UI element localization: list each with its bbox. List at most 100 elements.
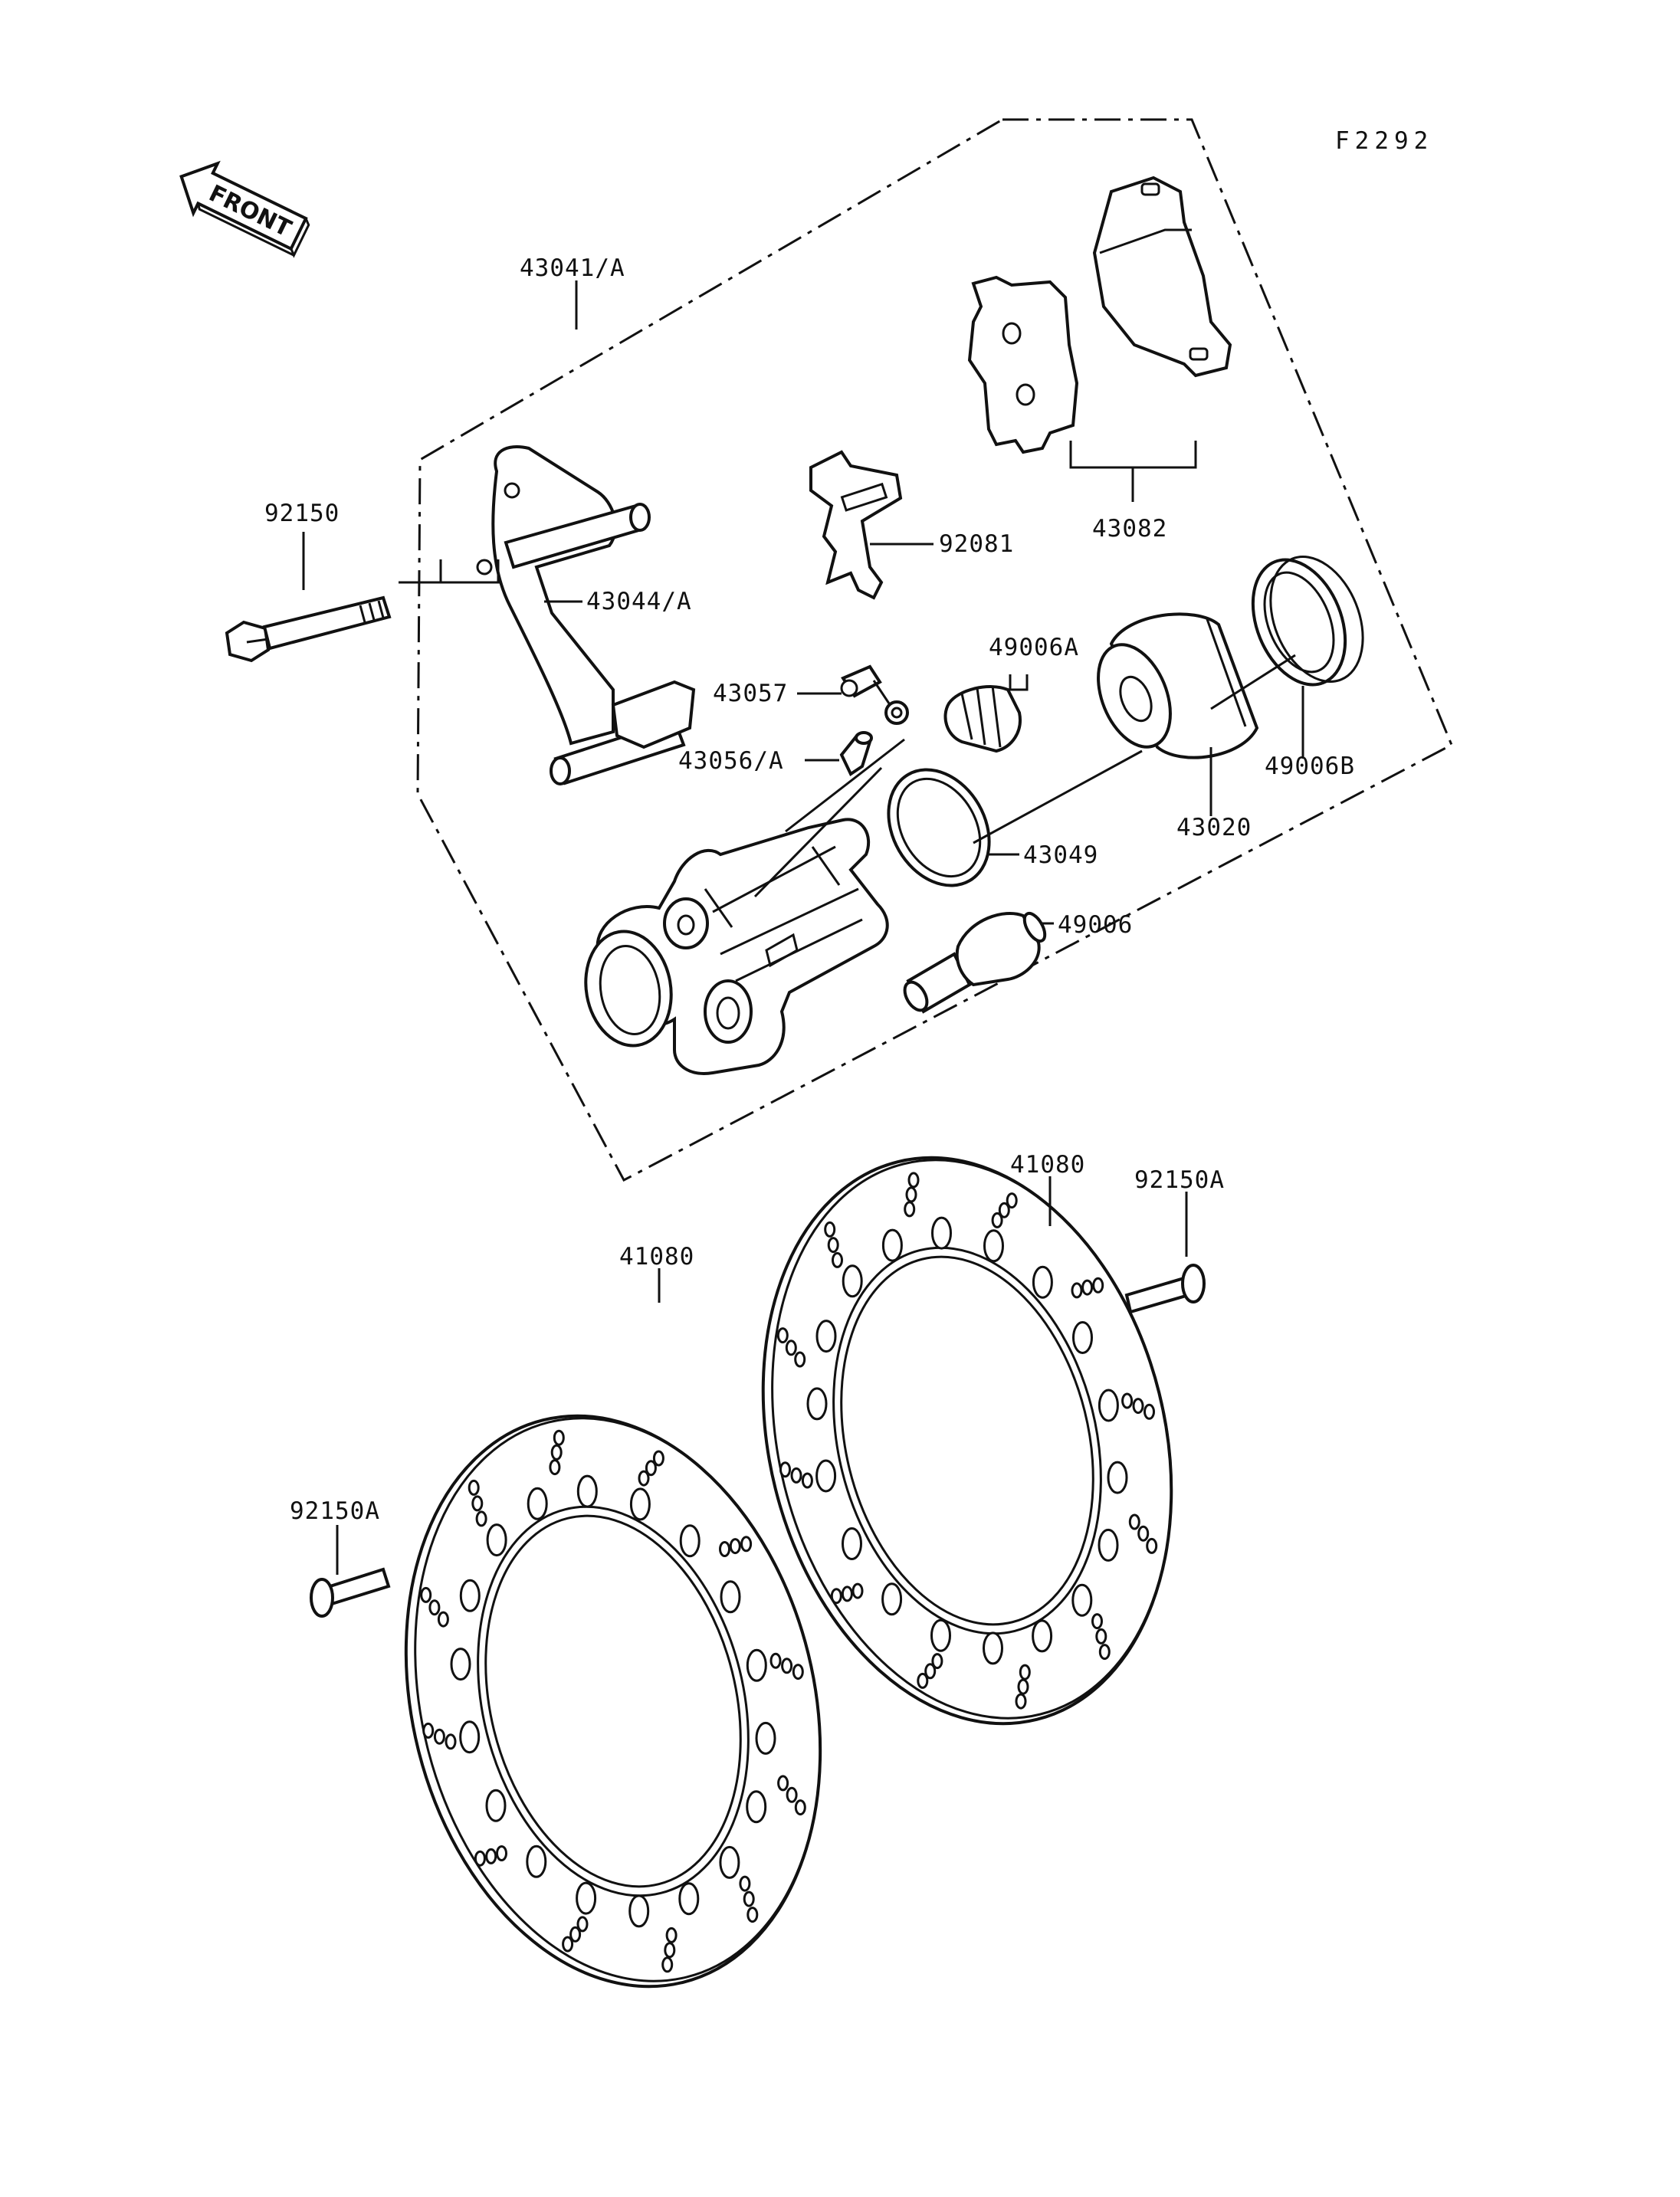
disc-vent-hole — [769, 1652, 782, 1669]
disc-vent-hole — [549, 1459, 561, 1476]
disc-mount-hole — [930, 1618, 951, 1652]
disc-vent-hole — [437, 1611, 449, 1628]
label-49006b: 49006B — [1265, 753, 1355, 780]
brake-pads-icon — [967, 175, 1232, 454]
disc-vent-hole — [665, 1926, 678, 1943]
disc-mount-hole — [485, 1789, 507, 1822]
disc-mount-hole — [459, 1579, 481, 1612]
label-92150a-left: 92150A — [290, 1497, 380, 1525]
label-92081: 92081 — [939, 530, 1014, 558]
disc-mount-hole — [719, 1845, 740, 1879]
disc-vent-hole — [998, 1202, 1010, 1218]
disc-mount-hole — [629, 1487, 651, 1521]
brake-disc-left — [404, 1414, 822, 1989]
disc-vent-hole — [1081, 1279, 1094, 1296]
disc-vent-hole — [830, 1588, 842, 1605]
front-arrow-icon: FRONT — [179, 160, 310, 258]
bleed-valve-icon — [839, 731, 873, 776]
disc-vent-hole — [851, 1582, 864, 1599]
disc-vent-hole — [576, 1916, 589, 1933]
disc-vent-hole — [794, 1799, 806, 1816]
disc-vent-hole — [1091, 1613, 1103, 1630]
caliper-body — [584, 818, 889, 1075]
label-49006a: 49006A — [989, 634, 1079, 661]
disc-vent-hole — [904, 1201, 916, 1218]
disc-mount-hole — [679, 1524, 701, 1558]
disc-vent-hole — [550, 1444, 563, 1461]
label-43082: 43082 — [1092, 515, 1167, 543]
label-43057: 43057 — [713, 680, 788, 707]
disc-vent-hole — [562, 1936, 574, 1953]
disc-mount-hole — [1098, 1528, 1119, 1562]
disc-vent-hole — [841, 1585, 853, 1602]
disc-vent-hole — [776, 1327, 789, 1344]
disc-mount-hole — [1032, 1265, 1053, 1299]
label-92150: 92150 — [264, 500, 340, 527]
disc-mount-hole — [983, 1229, 1004, 1263]
disc-vent-hole — [661, 1956, 674, 1973]
disc-bolt-left-icon — [310, 1567, 391, 1618]
disc-vent-hole — [824, 1221, 836, 1238]
disc-mount-hole — [983, 1631, 1003, 1665]
bolt-92150-icon — [225, 595, 392, 663]
label-43044a: 43044/A — [586, 588, 692, 615]
disc-mount-hole — [746, 1790, 767, 1824]
disc-mount-hole — [1107, 1461, 1128, 1494]
disc-vent-hole — [801, 1472, 813, 1489]
disc-vent-hole — [1006, 1192, 1018, 1209]
disc-mount-hole — [576, 1474, 598, 1508]
disc-vent-hole — [779, 1461, 791, 1478]
disc-vent-hole — [827, 1237, 839, 1254]
disc-vent-hole — [474, 1850, 486, 1867]
disc-vent-hole — [917, 1672, 929, 1689]
disc-vent-hole — [785, 1340, 797, 1356]
label-43056a: 43056/A — [678, 747, 784, 775]
disc-mount-hole — [881, 1228, 903, 1262]
disc-vent-hole — [790, 1467, 802, 1484]
piston-seal-icon — [887, 768, 991, 887]
disc-mount-hole — [746, 1648, 767, 1682]
disc-mount-hole — [450, 1648, 471, 1681]
disc-vent-hole — [471, 1495, 484, 1512]
disc-vent-hole — [777, 1775, 789, 1792]
disc-vent-hole — [1144, 1403, 1155, 1420]
boot-49006a-icon — [943, 685, 1022, 753]
disc-vent-hole — [1132, 1398, 1144, 1415]
disc-vent-hole — [638, 1470, 650, 1487]
disc-vent-hole — [1017, 1678, 1029, 1695]
disc-vent-hole — [924, 1663, 937, 1680]
disc-vent-hole — [991, 1212, 1003, 1228]
disc-vent-hole — [1092, 1277, 1104, 1294]
disc-mount-hole — [1071, 1583, 1093, 1617]
brake-disc-right — [761, 1156, 1173, 1726]
disc-mount-hole — [486, 1523, 507, 1557]
disc-mount-hole — [842, 1264, 863, 1298]
bleed-cap-icon — [840, 664, 909, 725]
disc-vent-hole — [905, 1186, 917, 1203]
disc-vent-hole — [907, 1172, 920, 1189]
label-43020: 43020 — [1176, 814, 1252, 841]
disc-mount-hole — [1098, 1389, 1119, 1422]
disc-mount-hole — [806, 1387, 828, 1421]
disc-mount-hole — [1072, 1321, 1093, 1354]
disc-vent-hole — [1071, 1282, 1083, 1299]
disc-vent-hole — [433, 1728, 445, 1745]
disc-vent-hole — [931, 1653, 943, 1670]
disc-vent-hole — [664, 1942, 676, 1959]
disc-vent-hole — [739, 1875, 751, 1892]
disc-vent-hole — [729, 1538, 741, 1555]
disc-vent-hole — [1121, 1392, 1134, 1409]
disc-vent-hole — [794, 1351, 806, 1368]
disc-vent-hole — [553, 1429, 565, 1446]
label-41080-right: 41080 — [1010, 1151, 1085, 1179]
piston-icon — [1097, 612, 1259, 759]
disc-vent-hole — [740, 1536, 753, 1553]
disc-vent-hole — [428, 1599, 441, 1616]
disc-vent-hole — [485, 1848, 497, 1864]
disc-mount-hole — [881, 1582, 903, 1616]
disc-mount-hole — [678, 1882, 700, 1916]
disc-vent-hole — [569, 1926, 582, 1943]
disc-vent-hole — [652, 1450, 664, 1467]
disc-vent-hole — [1095, 1628, 1107, 1644]
